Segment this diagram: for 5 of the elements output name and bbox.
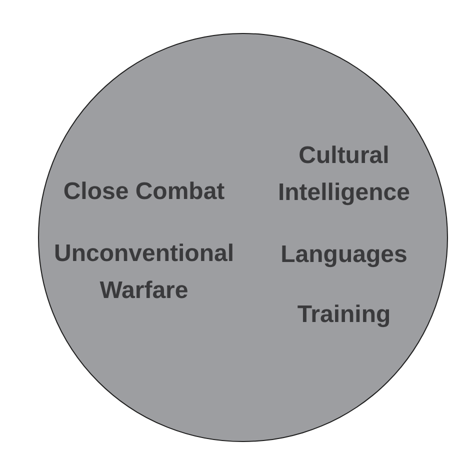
segment-label: Unconventional Warfare [52, 239, 235, 306]
segment-label: Cultural Intelligence [276, 141, 412, 208]
segment-label: Close Combat [62, 177, 226, 207]
segment-label: Training [296, 300, 392, 330]
segment-label: Languages [280, 240, 408, 270]
